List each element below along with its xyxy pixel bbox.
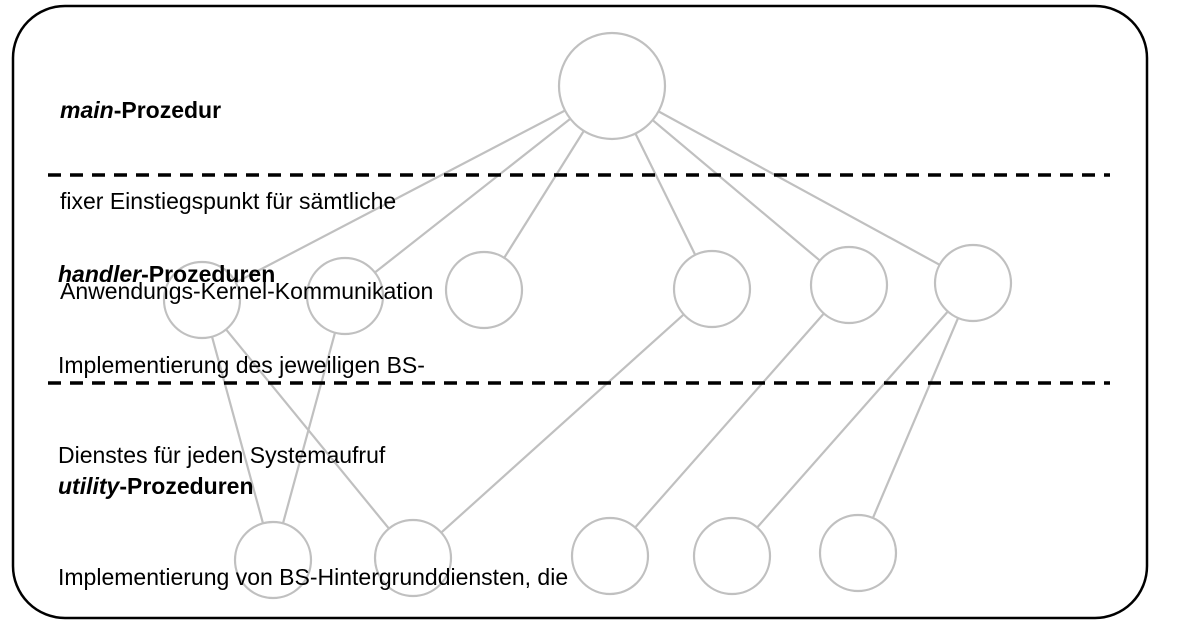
section-keyword-main: main <box>60 97 114 123</box>
section-title-utility: utility-Prozeduren <box>58 470 571 502</box>
edges-group <box>210 109 960 534</box>
section-title-main: main-Prozedur <box>60 94 433 126</box>
section-body-line-main-2: Anwendungs-Kernel-Kommunikation <box>60 278 434 304</box>
section-label-handler: handler-Prozeduren Implementierung des j… <box>58 198 425 530</box>
graph-node-h2[interactable] <box>305 256 385 336</box>
section-title-handler: handler-Prozeduren <box>58 258 425 290</box>
section-label-utility: utility-Prozeduren Implementierung von B… <box>58 410 571 628</box>
graph-node-m1[interactable] <box>557 31 667 141</box>
graph-node-h4[interactable] <box>672 249 752 329</box>
graph-edge <box>281 332 337 524</box>
graph-node-h5[interactable] <box>809 245 889 325</box>
graph-node-u4[interactable] <box>692 516 772 596</box>
graph-edge <box>651 119 821 262</box>
graph-edge <box>756 310 949 529</box>
section-keyword-utility: utility <box>58 473 120 499</box>
graph-node-h3[interactable] <box>444 250 524 330</box>
graph-edge <box>634 312 825 529</box>
nodes-group <box>162 31 1013 600</box>
graph-edge <box>225 328 390 530</box>
section-body-line-main-1: fixer Einstiegspunkt für sämtliche <box>60 188 397 214</box>
graph-node-u1[interactable] <box>233 520 313 600</box>
graph-edge <box>657 110 941 266</box>
section-body-line-utility-1: Implementierung von BS-Hintergrunddienst… <box>58 564 569 590</box>
section-keyword-handler: handler <box>58 261 142 287</box>
section-title-suffix-handler: -Prozeduren <box>141 261 276 287</box>
graph-edge <box>871 317 960 519</box>
graph-node-u2[interactable] <box>373 518 453 598</box>
graph-node-u3[interactable] <box>570 516 650 596</box>
section-title-suffix-utility: -Prozeduren <box>119 473 254 499</box>
separators-group <box>48 173 1110 385</box>
graph-node-u5[interactable] <box>818 513 898 593</box>
outer-frame <box>11 4 1149 620</box>
graph-edge <box>210 336 265 524</box>
section-body-line-handler-1: Implementierung des jeweiligen BS- <box>58 352 425 378</box>
section-label-main: main-Prozedur fixer Einstiegspunkt für s… <box>60 34 433 366</box>
graph-edge <box>503 130 585 259</box>
graph-node-h1[interactable] <box>162 260 242 340</box>
section-body-line-handler-2: Dienstes für jeden Systemaufruf <box>58 442 386 468</box>
graph-edge <box>374 117 572 274</box>
graph-node-h6[interactable] <box>933 243 1013 323</box>
graph-edge <box>235 109 566 284</box>
graph-edge <box>634 133 697 256</box>
section-title-suffix-main: -Prozedur <box>113 97 222 123</box>
graph-edge <box>440 313 685 534</box>
